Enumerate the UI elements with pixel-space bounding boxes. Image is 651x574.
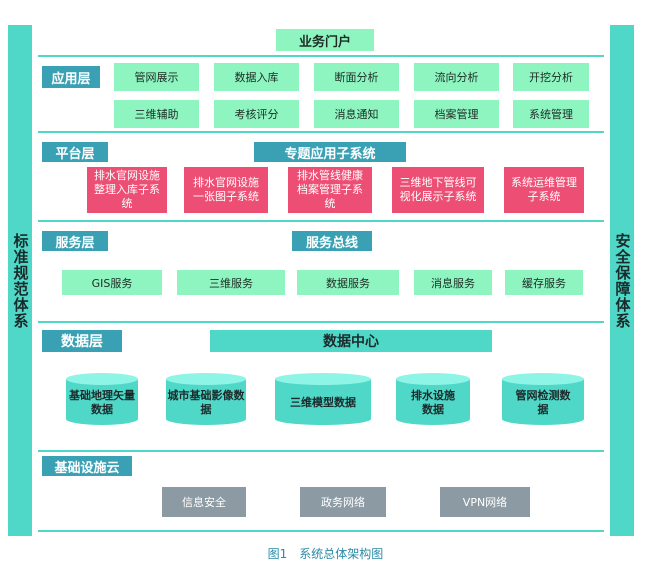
app-module-label: 管网展示 (134, 71, 179, 84)
cylinder-icon (275, 373, 371, 425)
separator (38, 321, 604, 323)
platform-subsystem: 排水官网设施一张图子系统 (184, 167, 268, 213)
app-module: 断面分析 (314, 63, 399, 91)
service-item: 数据服务 (297, 270, 399, 295)
data-store-label: 三维模型数据 (290, 396, 356, 409)
platform-subsystem: 系统运维管理子系统 (504, 167, 584, 213)
data-center: 数据中心 (210, 330, 492, 352)
separator (38, 530, 604, 532)
standards-side-bar: 标准规范体系 (8, 25, 32, 536)
separator (38, 55, 604, 57)
subsystem-label: 系统运维管理子系统 (511, 176, 577, 203)
security-label: 安全保障体系 (613, 232, 632, 329)
app-module-label: 断面分析 (334, 71, 379, 84)
data-store-label: 排水设施数据 (411, 389, 455, 416)
cylinder-icon (502, 373, 584, 425)
app-module-label: 流向分析 (434, 71, 479, 84)
data-store-label: 基础地理矢量数据 (69, 389, 135, 416)
infra-item: 政务网络 (300, 487, 386, 517)
data-store-label: 城市基础影像数据 (167, 389, 245, 416)
service-item: GIS服务 (62, 270, 162, 295)
app-module-label: 考核评分 (234, 108, 279, 121)
standards-label: 标准规范体系 (11, 232, 30, 329)
app-module-label: 消息通知 (334, 108, 379, 121)
service-item-label: GIS服务 (91, 276, 133, 290)
figure-caption: 图1 系统总体架构图 (0, 544, 651, 562)
business-portal: 业务门户 (276, 29, 374, 51)
app-module: 档案管理 (414, 100, 499, 128)
data-layer-text: 数据层 (61, 334, 103, 350)
subsystem-label: 排水官网设施一张图子系统 (193, 176, 259, 203)
data-layer-label: 数据层 (42, 330, 122, 352)
app-module: 流向分析 (414, 63, 499, 91)
separator (38, 131, 604, 133)
subsystem-label: 三维地下管线可视化展示子系统 (399, 176, 477, 203)
infra-item-label: VPN网络 (462, 496, 508, 509)
cylinder-icon (396, 373, 470, 425)
cylinder-icon (66, 373, 138, 425)
service-item: 消息服务 (414, 270, 492, 295)
app-module-label: 系统管理 (529, 108, 573, 121)
app-module: 管网展示 (114, 63, 199, 91)
subsystem-label: 排水管线健康档案管理子系统 (297, 169, 363, 210)
data-store: 基础地理矢量数据 (66, 373, 138, 425)
app-module: 开挖分析 (513, 63, 589, 91)
app-module-label: 数据入库 (234, 71, 279, 84)
figure-caption-text: 图1 系统总体架构图 (267, 546, 384, 561)
infra-item: 信息安全 (162, 487, 246, 517)
data-store-label: 管网检测数据 (515, 389, 571, 416)
service-item-label: 缓存服务 (522, 276, 566, 290)
platform-layer-text: 平台层 (55, 146, 95, 162)
service-bus: 服务总线 (292, 231, 372, 251)
cylinder-icon (166, 373, 246, 425)
application-layer-label: 应用层 (42, 66, 100, 88)
app-module-label: 开挖分析 (529, 71, 573, 84)
data-store: 排水设施数据 (396, 373, 470, 425)
service-item: 三维服务 (177, 270, 285, 295)
infra-layer-text: 基础设施云 (54, 460, 120, 476)
service-item-label: 数据服务 (326, 276, 370, 290)
service-layer-label: 服务层 (42, 231, 108, 251)
platform-title: 专题应用子系统 (254, 142, 406, 162)
data-store: 三维模型数据 (275, 373, 371, 425)
security-side-bar: 安全保障体系 (610, 25, 634, 536)
app-module: 考核评分 (214, 100, 299, 128)
service-layer-text: 服务层 (55, 235, 95, 251)
service-bus-text: 服务总线 (305, 235, 358, 251)
platform-subsystem: 排水管线健康档案管理子系统 (288, 167, 372, 213)
business-portal-label: 业务门户 (298, 34, 351, 50)
app-module: 三维辅助 (114, 100, 199, 128)
service-item-label: 三维服务 (209, 276, 253, 290)
service-item-label: 消息服务 (431, 276, 475, 290)
infra-item-label: 政务网络 (321, 496, 365, 509)
platform-subsystem: 三维地下管线可视化展示子系统 (392, 167, 484, 213)
app-module: 数据入库 (214, 63, 299, 91)
app-module: 系统管理 (513, 100, 589, 128)
platform-title-text: 专题应用子系统 (284, 146, 376, 162)
data-store: 管网检测数据 (502, 373, 584, 425)
platform-layer-label: 平台层 (42, 142, 108, 162)
data-store: 城市基础影像数据 (166, 373, 246, 425)
app-module-label: 三维辅助 (134, 108, 179, 121)
infra-item-label: 信息安全 (182, 496, 226, 509)
application-layer-text: 应用层 (51, 71, 91, 87)
infra-item: VPN网络 (440, 487, 530, 517)
app-module-label: 档案管理 (434, 108, 479, 121)
separator (38, 220, 604, 222)
separator (38, 450, 604, 452)
service-item: 缓存服务 (505, 270, 583, 295)
platform-subsystem: 排水官网设施整理入库子系统 (87, 167, 167, 213)
subsystem-label: 排水官网设施整理入库子系统 (94, 169, 160, 210)
data-center-text: 数据中心 (323, 334, 379, 350)
infra-layer-label: 基础设施云 (42, 456, 132, 476)
app-module: 消息通知 (314, 100, 399, 128)
